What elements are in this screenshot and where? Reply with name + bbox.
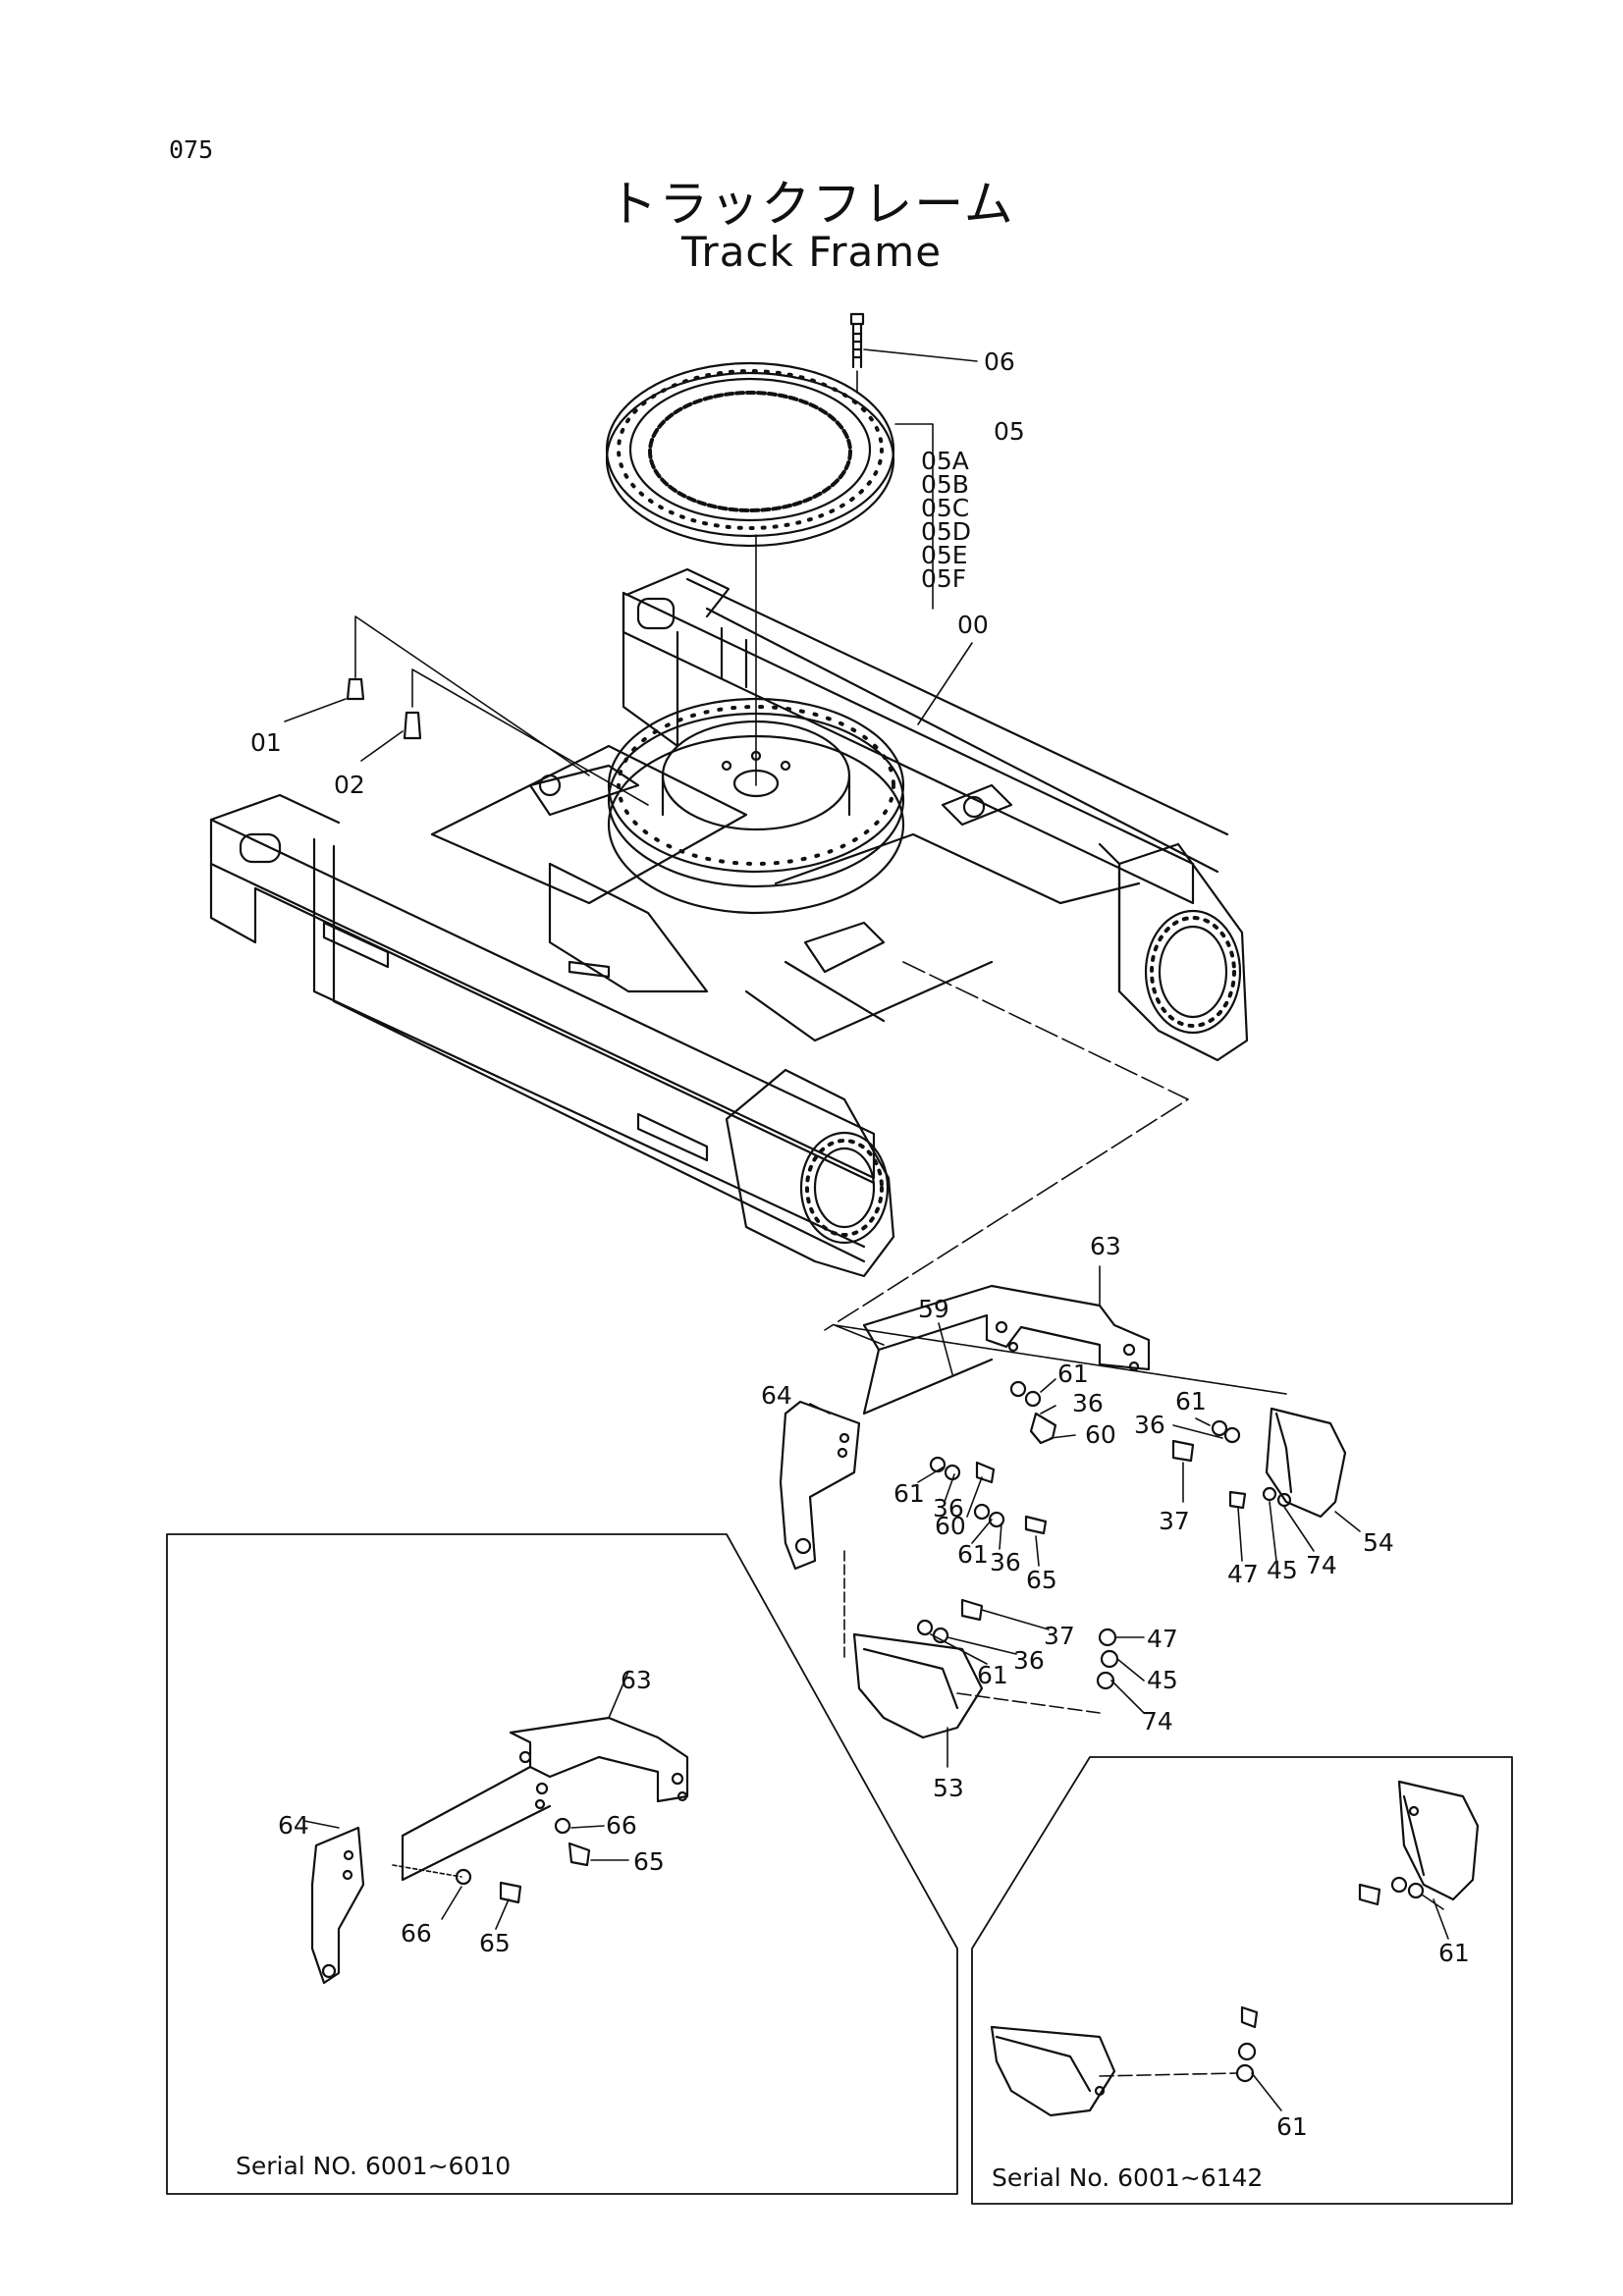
inset-right-label-61-a: 61 [1438, 1939, 1470, 1967]
label-00: 00 [957, 611, 989, 639]
label-36-a: 36 [1072, 1389, 1104, 1417]
inset-left-serial: Serial NO. 6001∼6010 [236, 2152, 511, 2180]
label-64: 64 [761, 1381, 792, 1410]
label-74-a: 74 [1306, 1551, 1337, 1579]
inset-left-label-66-a: 66 [606, 1811, 637, 1840]
label-61-b: 61 [893, 1479, 925, 1508]
label-05a: 05A [921, 447, 969, 475]
label-45-a: 45 [1267, 1556, 1298, 1584]
label-61-c: 61 [957, 1540, 989, 1569]
label-47-b: 47 [1147, 1625, 1178, 1653]
inset-left-label-64: 64 [278, 1811, 309, 1840]
label-53: 53 [933, 1774, 964, 1802]
label-05e: 05E [921, 541, 968, 569]
title-english: Track Frame [680, 228, 943, 276]
leader-lines-guard [809, 1265, 1361, 1768]
label-05d: 05D [921, 517, 971, 546]
label-74-b: 74 [1142, 1707, 1173, 1735]
swing-bearing-ring [605, 361, 895, 548]
bolt-06 [849, 312, 865, 369]
label-36-d: 36 [1134, 1411, 1165, 1439]
label-05: 05 [994, 417, 1025, 446]
inset-left [166, 1533, 958, 2195]
page-number: 075 [169, 135, 214, 164]
label-36-e: 36 [1013, 1646, 1045, 1675]
label-61-d: 61 [1175, 1387, 1207, 1415]
label-65: 65 [1026, 1566, 1057, 1594]
label-36-b: 36 [933, 1494, 964, 1522]
label-63: 63 [1090, 1232, 1121, 1260]
label-45-b: 45 [1147, 1666, 1178, 1694]
label-47-a: 47 [1227, 1560, 1259, 1588]
inset-right-label-61-b: 61 [1276, 2112, 1308, 2141]
track-frame [209, 567, 1249, 1278]
label-05f: 05F [921, 564, 966, 593]
label-60-a: 60 [1085, 1420, 1116, 1449]
label-37-b: 37 [1044, 1622, 1075, 1650]
leader-lines-main [284, 348, 1189, 1331]
label-01: 01 [250, 728, 282, 757]
inset-left-label-63: 63 [621, 1666, 652, 1694]
guard-assembly [779, 1284, 1347, 1739]
inset-right [971, 1756, 1513, 2205]
inset-left-label-66-b: 66 [401, 1919, 432, 1948]
label-60-b: 60 [935, 1512, 966, 1540]
label-02: 02 [334, 771, 365, 799]
label-59: 59 [918, 1295, 949, 1323]
inset-right-serial: Serial No. 6001∼6142 [992, 2163, 1263, 2192]
label-05b: 05B [921, 470, 969, 499]
label-05c: 05C [921, 494, 969, 522]
grease-plugs [346, 677, 422, 740]
label-61-a: 61 [1057, 1360, 1089, 1388]
label-36-c: 36 [990, 1548, 1021, 1576]
label-37-a: 37 [1159, 1507, 1190, 1535]
inset-left-label-65-a: 65 [633, 1847, 665, 1876]
label-61-e: 61 [977, 1661, 1008, 1689]
label-54: 54 [1363, 1528, 1394, 1557]
title-japanese: トラックフレーム [608, 176, 1015, 233]
inset-left-label-65-b: 65 [479, 1929, 511, 1957]
label-06: 06 [984, 347, 1015, 376]
